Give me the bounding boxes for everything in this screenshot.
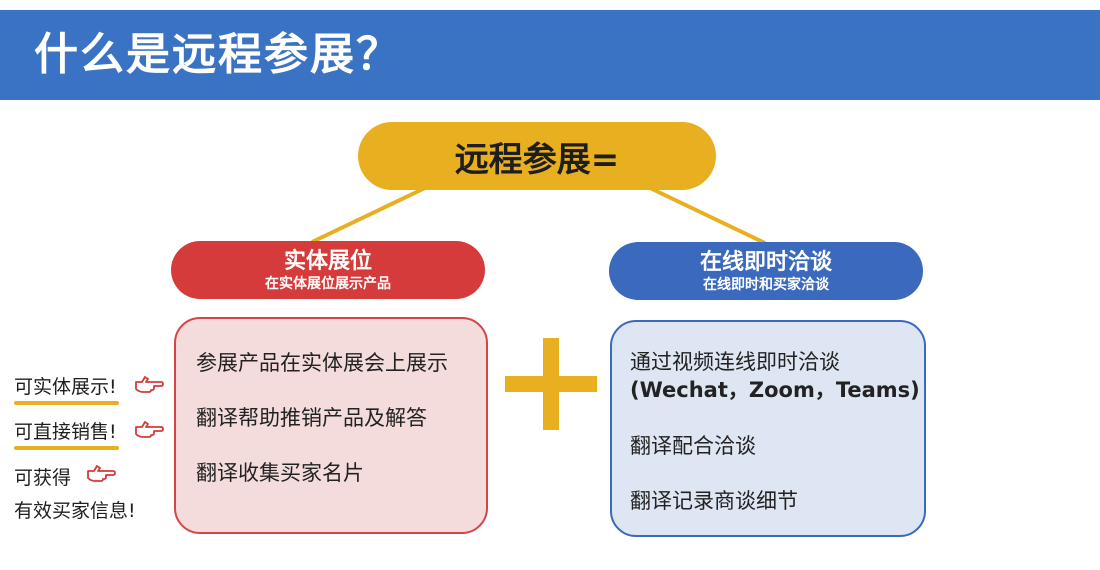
side-note-text: 有效买家信息! xyxy=(14,500,136,522)
branch-title: 实体展位 xyxy=(283,248,372,274)
side-note-buyer-info: 可获得 xyxy=(14,463,71,490)
list-item: 翻译收集买家名片 xyxy=(196,461,364,485)
side-note-text: 可实体展示! xyxy=(14,376,117,398)
physical-booth-card: 参展产品在实体展会上展示 翻译帮助推销产品及解答 翻译收集买家名片 xyxy=(174,317,488,534)
side-note-buyer-info-2: 有效买家信息! xyxy=(14,496,136,523)
side-note-sales: 可直接销售! xyxy=(14,417,119,450)
list-item: 翻译帮助推销产品及解答 xyxy=(196,406,427,430)
pointing-hand-icon xyxy=(87,465,116,482)
list-item: 参展产品在实体展会上展示 xyxy=(196,351,448,375)
list-item: (Wechat，Zoom，Teams) xyxy=(630,378,920,402)
plus-icon xyxy=(505,338,597,430)
connector-left xyxy=(311,186,426,244)
header-banner: 什么是远程参展？ xyxy=(0,10,1100,100)
branch-online-negotiation: 在线即时洽谈 在线即时和买家洽谈 xyxy=(609,242,923,300)
branch-subtitle: 在线即时和买家洽谈 xyxy=(703,276,829,293)
list-item: 通过视频连线即时洽谈 xyxy=(630,350,840,374)
list-item: 翻译记录商谈细节 xyxy=(630,489,798,513)
side-note-text: 可直接销售! xyxy=(14,421,117,443)
branch-subtitle: 在实体展位展示产品 xyxy=(265,275,391,292)
root-node: 远程参展= xyxy=(358,122,716,190)
branch-physical-booth: 实体展位 在实体展位展示产品 xyxy=(171,241,485,299)
side-note-display: 可实体展示! xyxy=(14,372,119,405)
pointing-hand-icon xyxy=(135,421,164,438)
page-title: 什么是远程参展？ xyxy=(34,29,402,80)
list-item: 翻译配合洽谈 xyxy=(630,434,756,458)
connector-right xyxy=(649,186,766,245)
side-note-text: 可获得 xyxy=(14,467,72,489)
online-negotiation-card: 通过视频连线即时洽谈 (Wechat，Zoom，Teams) 翻译配合洽谈 翻译… xyxy=(610,320,926,537)
branch-title: 在线即时洽谈 xyxy=(699,249,832,275)
pointing-hand-icon xyxy=(135,376,164,393)
